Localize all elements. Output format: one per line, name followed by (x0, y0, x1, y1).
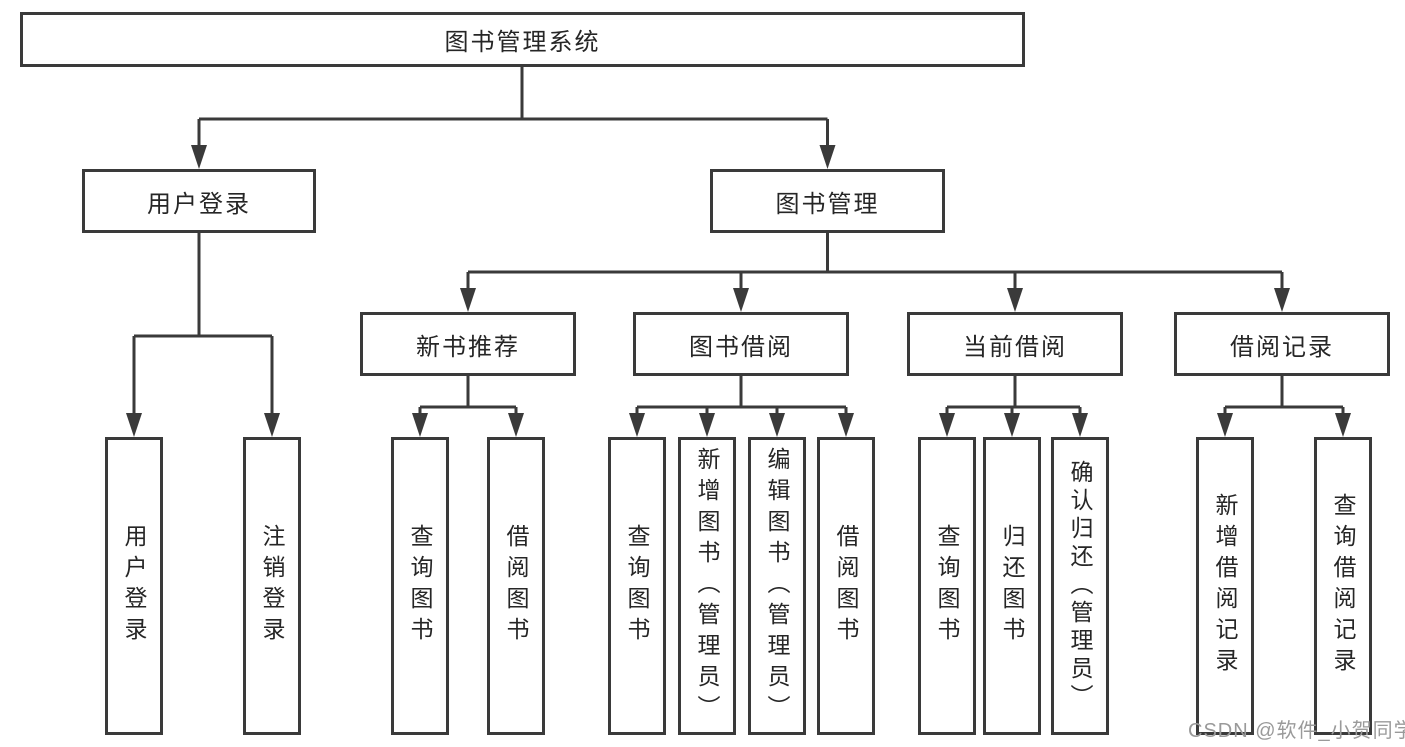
leaf-recommend-query-books: 查询图书 (391, 437, 449, 735)
leaf-current-query-books: 查询图书 (918, 437, 976, 735)
connector-book-borrowing-to-leaves (635, 376, 848, 415)
leaf-user-login: 用户登录 (105, 437, 163, 735)
csdn-watermark: CSDN @软件_小贺同学 (1188, 720, 1405, 742)
leaf-label: 注销登录 (259, 524, 285, 648)
connector-current-borrowing-to-leaves (945, 376, 1082, 415)
leaf-label: 查询借阅记录 (1330, 493, 1356, 679)
connector-root-to-level2 (197, 67, 829, 147)
leaf-label: 查询图书 (407, 524, 433, 648)
leaf-borrowing-query-books: 查询图书 (608, 437, 666, 735)
leaf-label: 新增图书（管理员） (694, 446, 720, 726)
leaf-borrowing-borrow-books: 借阅图书 (817, 437, 875, 735)
leaf-records-add-record: 新增借阅记录 (1196, 437, 1254, 735)
leaf-borrowing-edit-book-admin: 编辑图书（管理员） (748, 437, 806, 735)
connector-book-management-to-level3 (466, 233, 1284, 290)
leaf-logout: 注销登录 (243, 437, 301, 735)
leaf-label: 查询图书 (624, 524, 650, 648)
leaf-label: 归还图书 (999, 524, 1025, 648)
node-user-login: 用户登录 (82, 169, 316, 233)
leaf-label: 确认归还（管理员） (1067, 460, 1093, 712)
leaf-current-return-books: 归还图书 (983, 437, 1041, 735)
leaf-label: 编辑图书（管理员） (764, 446, 790, 726)
leaf-label: 借阅图书 (503, 524, 529, 648)
connector-user-login-to-leaves (132, 233, 274, 415)
leaf-current-confirm-return-admin: 确认归还（管理员） (1051, 437, 1109, 735)
leaf-borrowing-add-book-admin: 新增图书（管理员） (678, 437, 736, 735)
leaf-label: 用户登录 (121, 524, 147, 648)
node-root: 图书管理系统 (20, 12, 1025, 67)
node-new-book-recommendation: 新书推荐 (360, 312, 576, 376)
connector-borrow-records-to-leaves (1223, 376, 1345, 415)
arrowheads (126, 145, 1351, 437)
node-borrowing-records: 借阅记录 (1174, 312, 1390, 376)
leaf-label: 借阅图书 (833, 524, 859, 648)
node-book-management: 图书管理 (710, 169, 945, 233)
leaf-label: 查询图书 (934, 524, 960, 648)
leaf-recommend-borrow-books: 借阅图书 (487, 437, 545, 735)
node-book-borrowing: 图书借阅 (633, 312, 849, 376)
node-current-borrowing: 当前借阅 (907, 312, 1123, 376)
leaf-records-query-record: 查询借阅记录 (1314, 437, 1372, 735)
connector-new-book-recommend-to-leaves (418, 376, 518, 415)
leaf-label: 新增借阅记录 (1212, 493, 1238, 679)
